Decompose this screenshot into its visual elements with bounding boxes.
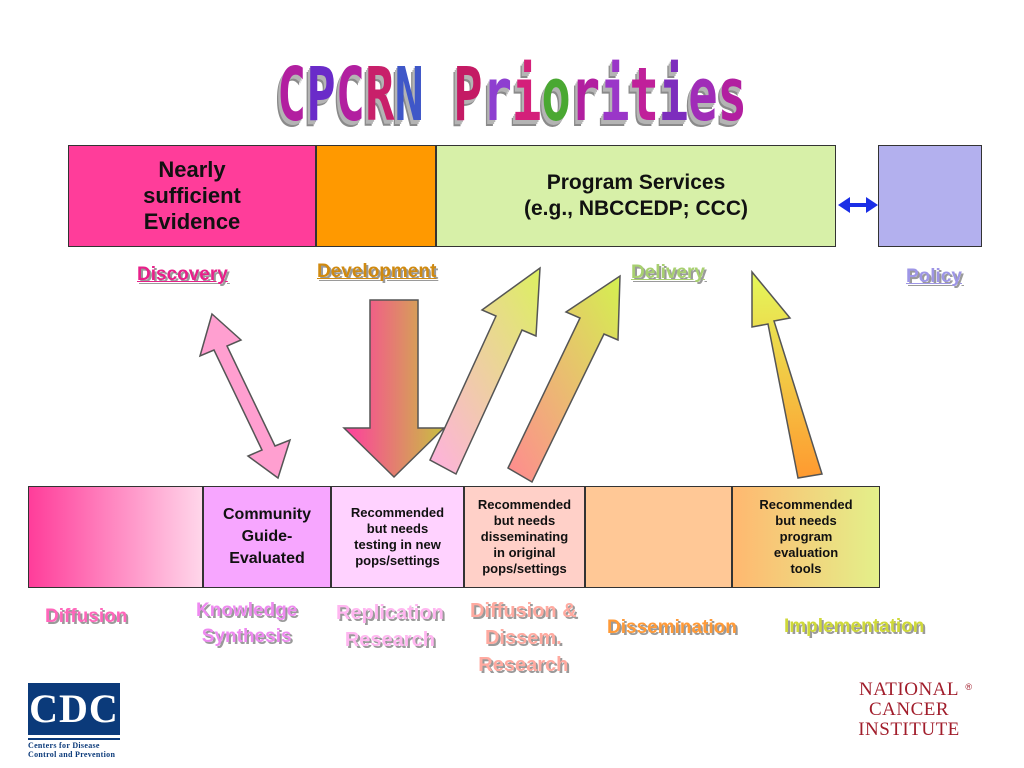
title-letter: C bbox=[277, 52, 306, 128]
nci-logo-text: NATIONAL CANCER INSTITUTE bbox=[858, 679, 960, 740]
title-letter: R bbox=[365, 52, 395, 128]
label-diffusion-dissem-research: Diffusion & Dissem. Research bbox=[470, 600, 577, 676]
replication-cell: Recommended but needs testing in new pop… bbox=[331, 486, 464, 588]
program-services-label: Program Services (e.g., NBCCEDP; CCC) bbox=[524, 171, 748, 220]
title-letter: i bbox=[512, 52, 541, 128]
up-arrow-icon bbox=[507, 274, 621, 484]
testing-label: Recommended but needs testing in new pop… bbox=[350, 505, 445, 568]
up-arrow-icon bbox=[429, 266, 541, 476]
title-letter: o bbox=[541, 52, 570, 128]
community-guide-cell: Community Guide- Evaluated bbox=[203, 486, 331, 588]
title-letter bbox=[424, 52, 453, 128]
evaluation-label: Recommended but needs program evaluation… bbox=[759, 497, 853, 576]
evidence-box: Nearly sufficient Evidence bbox=[68, 145, 316, 247]
stage-label-delivery: Delivery bbox=[631, 262, 705, 283]
down-arrow-icon bbox=[342, 299, 446, 479]
label-replication-research: Replication Research bbox=[336, 602, 444, 651]
title-letter: i bbox=[600, 52, 629, 128]
title-letter: i bbox=[659, 52, 688, 128]
title-letter: r bbox=[571, 52, 600, 128]
diffusion-dissem-cell: Recommended but needs disseminating in o… bbox=[464, 486, 585, 588]
implementation-cell: Recommended but needs program evaluation… bbox=[732, 486, 880, 588]
title-letter: e bbox=[688, 52, 717, 128]
title-shadow-layer: CPCRN Priorities bbox=[276, 54, 746, 128]
community-guide-label: Community Guide- Evaluated bbox=[223, 506, 311, 567]
nci-logo: NATIONAL CANCER INSTITUTE ® bbox=[852, 680, 972, 756]
label-diffusion: Diffusion bbox=[45, 606, 128, 627]
title-letter: P bbox=[306, 52, 335, 128]
title-shadow-layer: CPCRN Priorities bbox=[273, 58, 743, 128]
title-letter: t bbox=[630, 52, 659, 128]
diffusion-cell bbox=[28, 486, 203, 588]
policy-box bbox=[878, 145, 982, 247]
nci-registered-mark: ® bbox=[965, 682, 972, 692]
stage-label-policy: Policy bbox=[906, 266, 962, 287]
title-letter: C bbox=[336, 52, 365, 128]
label-knowledge-synthesis: Knowledge Synthesis bbox=[196, 600, 298, 647]
cdc-logo-mark: CDC bbox=[28, 683, 120, 735]
double-arrow-icon bbox=[838, 197, 878, 213]
title-letter: r bbox=[483, 52, 512, 128]
title-shadow-layer: CPCRN Priorities bbox=[275, 56, 745, 128]
dissemination-cell bbox=[585, 486, 732, 588]
label-implementation: Implementation bbox=[784, 616, 925, 637]
title-text: CPCRN Priorities bbox=[277, 52, 747, 128]
title-letter: s bbox=[718, 52, 747, 128]
disseminating-label: Recommended but needs disseminating in o… bbox=[477, 497, 572, 576]
bidirectional-arrow-icon bbox=[198, 312, 292, 480]
label-dissemination: Dissemination bbox=[607, 617, 737, 638]
stage-label-development: Development bbox=[317, 261, 437, 282]
stage-label-discovery: Discovery bbox=[137, 264, 228, 285]
cdc-logo-subtitle: Centers for Disease Control and Preventi… bbox=[28, 741, 116, 759]
cdc-logo-rule bbox=[28, 738, 120, 740]
program-services-box: Program Services (e.g., NBCCEDP; CCC) bbox=[436, 145, 836, 247]
cdc-logo: CDC Centers for Disease Control and Prev… bbox=[28, 683, 128, 763]
title-letter: N bbox=[395, 52, 424, 128]
up-arrow-icon bbox=[751, 269, 823, 479]
title-letter: P bbox=[453, 52, 482, 128]
evidence-label: Nearly sufficient Evidence bbox=[143, 157, 241, 234]
development-box bbox=[316, 145, 436, 247]
